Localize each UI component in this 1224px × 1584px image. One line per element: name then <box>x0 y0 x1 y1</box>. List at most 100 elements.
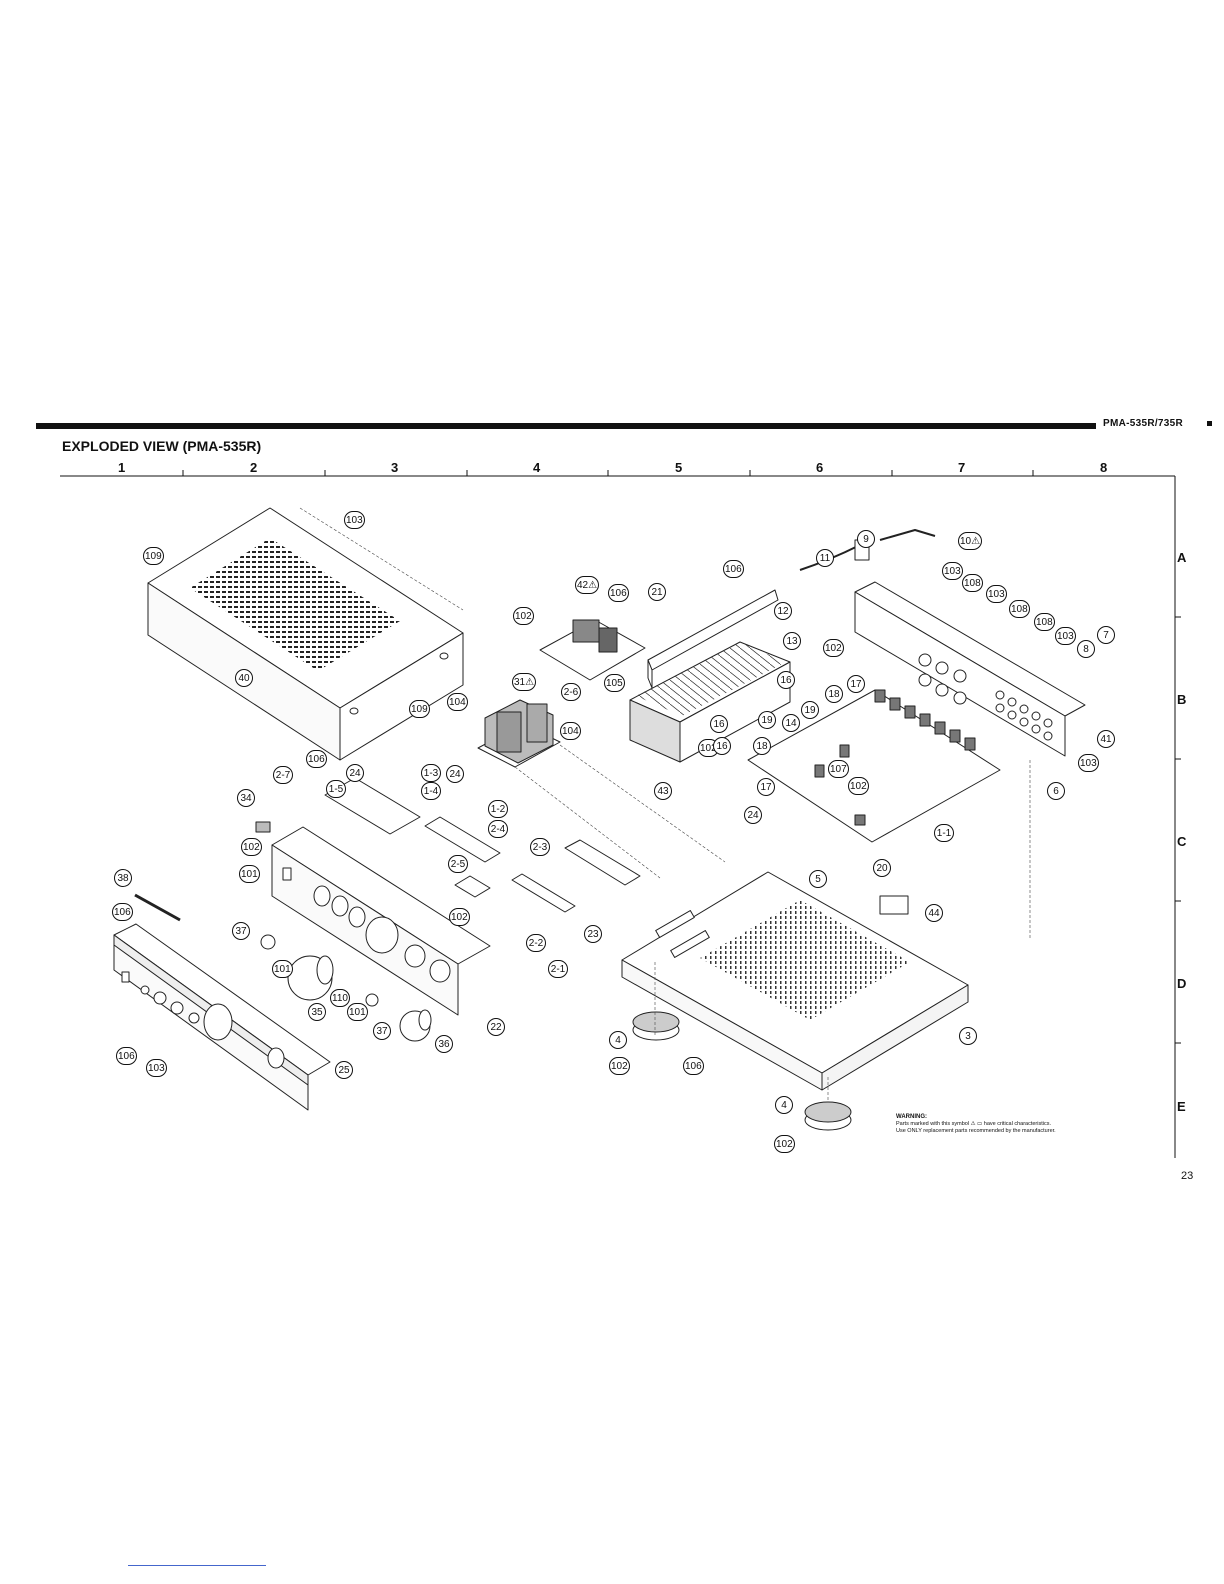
model-number: PMA-535R/735R <box>1103 418 1184 429</box>
callout-106: 106 <box>683 1057 704 1075</box>
grid-row-c: C <box>1177 834 1187 849</box>
callout-19: 19 <box>758 711 776 729</box>
grid-column-4: 4 <box>533 460 541 475</box>
callout-103: 103 <box>1078 754 1099 772</box>
grid-row-e: E <box>1177 1099 1186 1114</box>
transformer <box>477 699 561 768</box>
board-2-3 <box>564 839 641 886</box>
callout-110: 110 <box>330 989 350 1007</box>
callout-36: 36 <box>435 1035 453 1053</box>
callout-43: 43 <box>654 782 672 800</box>
callout-109: 109 <box>143 547 164 565</box>
callout-103: 103 <box>1055 627 1076 645</box>
callout-1-1: 1-1 <box>934 824 954 842</box>
grid-column-6: 6 <box>816 460 824 475</box>
callout-11: 11 <box>816 549 834 567</box>
callout-101: 101 <box>272 960 293 978</box>
callout-16: 16 <box>713 737 731 755</box>
callout-108: 108 <box>1034 613 1055 631</box>
callout-1-5: 1-5 <box>326 780 346 798</box>
warning-line-2: Use ONLY replacement parts recommended b… <box>896 1128 1056 1134</box>
callout-4: 4 <box>775 1096 793 1114</box>
callout-23: 23 <box>584 925 602 943</box>
callout-2-7: 2-7 <box>273 766 293 784</box>
callout-25: 25 <box>335 1061 353 1079</box>
callout-105: 105 <box>604 674 625 692</box>
callout-102: 102 <box>241 838 262 856</box>
page-title: EXPLODED VIEW (PMA-535R) <box>62 438 262 454</box>
callout-19: 19 <box>801 701 819 719</box>
relay-board <box>539 619 646 681</box>
callout-44: 44 <box>925 904 943 922</box>
callout-106: 106 <box>608 584 629 602</box>
grid-column-5: 5 <box>675 460 683 475</box>
grid-column-1: 1 <box>118 460 126 475</box>
callout-104: 104 <box>447 693 468 711</box>
callout-104: 104 <box>560 722 581 740</box>
grid-frame <box>60 470 1181 1158</box>
callout-102: 102 <box>609 1057 630 1075</box>
callout-102: 102 <box>823 639 844 657</box>
front-subpanel <box>271 826 491 1016</box>
callout-107: 107 <box>828 760 849 778</box>
callout-38: 38 <box>114 869 132 887</box>
callout-2-6: 2-6 <box>561 683 581 701</box>
chassis <box>621 871 969 1091</box>
knob-37a <box>260 934 276 950</box>
grid-column-8: 8 <box>1100 460 1108 475</box>
callout-103: 103 <box>146 1059 167 1077</box>
callout-102: 102 <box>449 908 470 926</box>
callout-2-2: 2-2 <box>526 934 546 952</box>
model-marker <box>1207 421 1212 426</box>
callout-3: 3 <box>959 1027 977 1045</box>
callout-24: 24 <box>744 806 762 824</box>
callout-20: 20 <box>873 859 891 877</box>
part-44 <box>879 895 909 915</box>
callout-103: 103 <box>344 511 365 529</box>
board-2-4 <box>424 816 501 863</box>
callout-34: 34 <box>237 789 255 807</box>
callout-24: 24 <box>346 764 364 782</box>
callout-40: 40 <box>235 669 253 687</box>
callout-2-3: 2-3 <box>530 838 550 856</box>
callout-14: 14 <box>782 714 800 732</box>
callout-1-4: 1-4 <box>421 782 441 800</box>
leader-lines <box>299 507 1031 1100</box>
callout-106: 106 <box>306 750 327 768</box>
callout-22: 22 <box>487 1018 505 1036</box>
grid-column-3: 3 <box>391 460 399 475</box>
callout-1-2: 1-2 <box>488 800 508 818</box>
callout-2-4: 2-4 <box>488 820 508 838</box>
callout-42: 42⚠ <box>575 576 600 594</box>
grid-row-d: D <box>1177 976 1187 991</box>
grid-row-b: B <box>1177 692 1187 707</box>
callout-7: 7 <box>1097 626 1115 644</box>
callout-12: 12 <box>774 602 792 620</box>
callout-37: 37 <box>373 1022 391 1040</box>
board-1-5 <box>324 777 421 835</box>
callout-103: 103 <box>986 585 1007 603</box>
callout-16: 16 <box>777 671 795 689</box>
header-rule <box>36 423 1096 429</box>
callout-37: 37 <box>232 922 250 940</box>
top-cover <box>147 507 464 761</box>
callout-16: 16 <box>710 715 728 733</box>
board-2-1 <box>511 873 576 913</box>
callout-102: 102 <box>848 777 869 795</box>
knob-36 <box>399 1009 432 1042</box>
callout-2-1: 2-1 <box>548 960 568 978</box>
callout-1-3: 1-3 <box>421 764 441 782</box>
rear-panel <box>854 581 1086 757</box>
front-panel <box>113 923 331 1111</box>
callout-41: 41 <box>1097 730 1115 748</box>
foot-upper <box>632 1011 680 1041</box>
warning-note: WARNING: Parts marked with this symbol ⚠… <box>896 1114 1056 1135</box>
footer-link-line <box>128 1565 266 1566</box>
grid-row-a: A <box>1177 550 1187 565</box>
callout-109: 109 <box>409 700 430 718</box>
callout-108: 108 <box>1009 600 1030 618</box>
knob-37b <box>365 993 379 1007</box>
callout-21: 21 <box>648 583 666 601</box>
warning-line-1: Parts marked with this symbol ⚠ ▭ have c… <box>896 1121 1052 1127</box>
part-34 <box>255 821 271 833</box>
